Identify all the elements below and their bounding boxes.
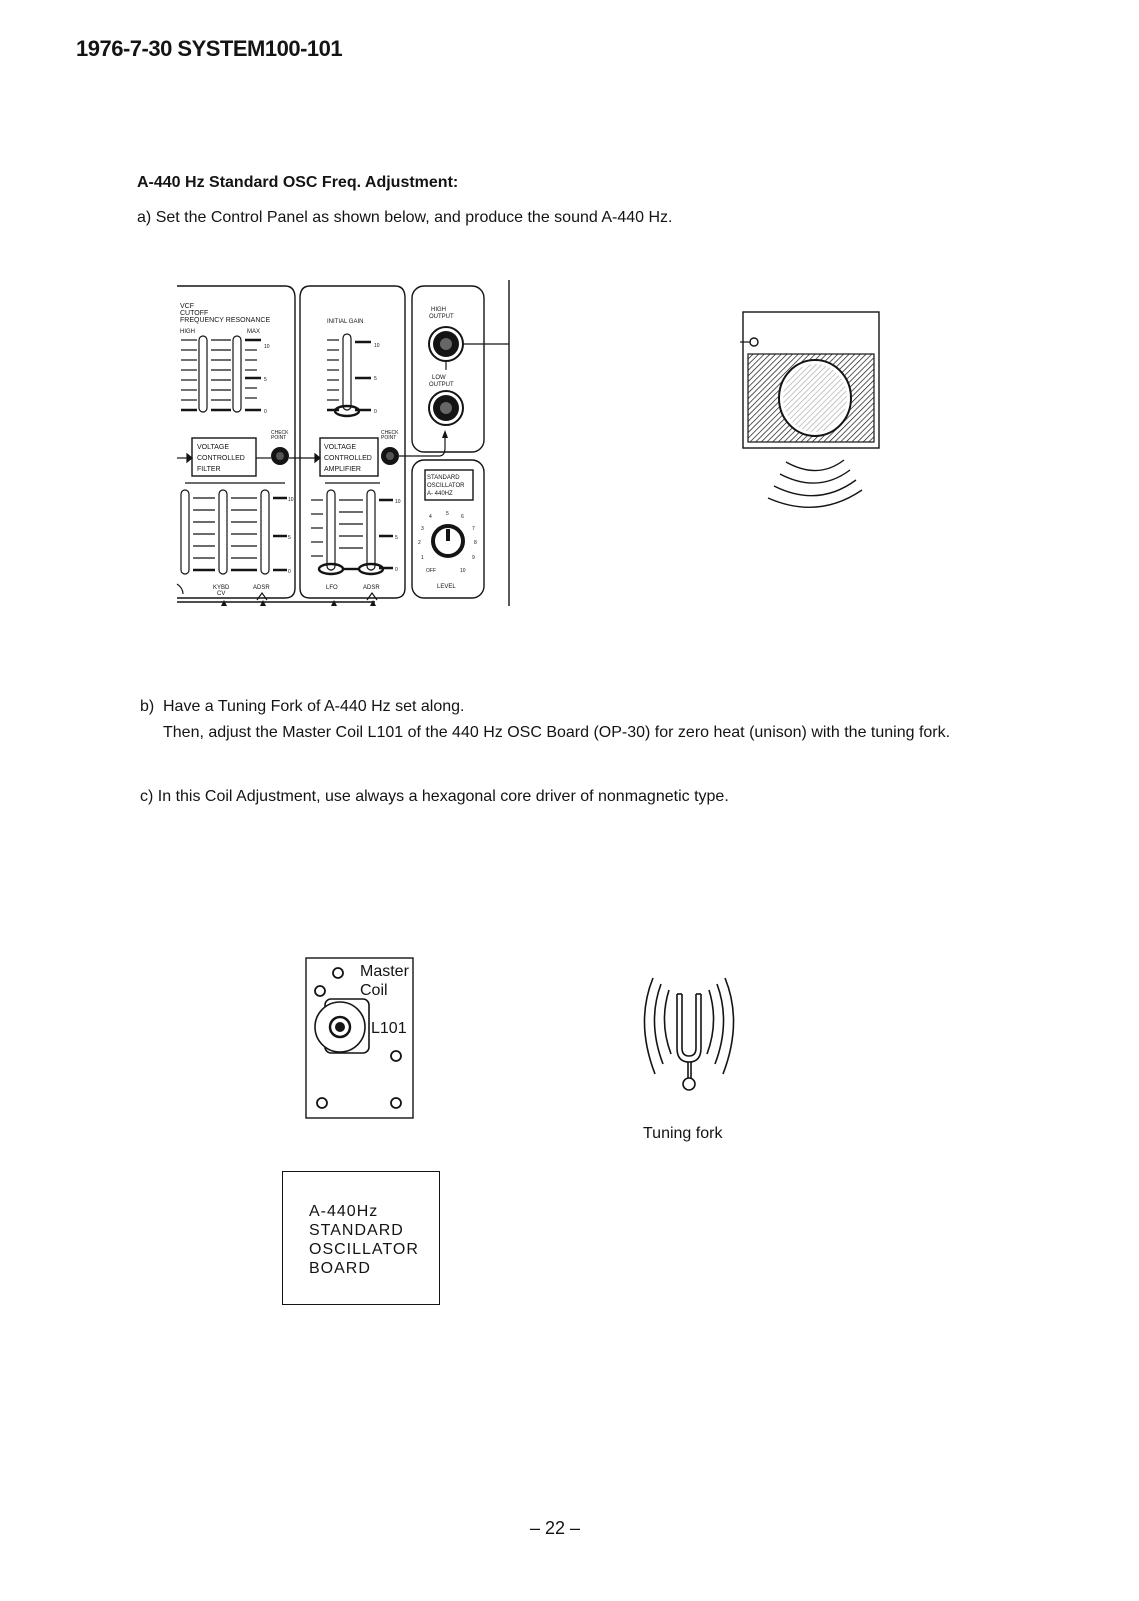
master-coil-board: Master Coil L101	[305, 957, 414, 1119]
vcf-kybd-label: KYBD	[213, 585, 230, 591]
sound-waves	[767, 459, 863, 508]
vca-adsr-label: ADSR	[363, 585, 380, 591]
vca-box-line-2: CONTROLLED	[324, 455, 372, 462]
vcf-high-label: HIGH	[180, 329, 195, 335]
vca-lower-tick-10: 10	[395, 499, 401, 505]
board-label-box: A-440Hz STANDARD OSCILLATOR BOARD	[282, 1171, 440, 1305]
page-number: – 22 –	[530, 1518, 581, 1538]
vcf-max-label: MAX	[247, 329, 260, 335]
coil-label-master: Master	[360, 963, 410, 980]
step-c: c) In this Coil Adjustment, use always a…	[140, 784, 729, 810]
vcf-cv-label: CV	[217, 591, 225, 597]
vcf-lower-tick-0: 0	[288, 569, 291, 575]
vcf-box-line-2: CONTROLLED	[197, 455, 245, 462]
tuning-fork-caption: Tuning fork	[643, 1125, 723, 1142]
step-a-text: Set the Control Panel as shown below, an…	[155, 209, 673, 226]
high-output-label-2: OUTPUT	[429, 314, 454, 320]
vcf-title-2: CUTOFF	[180, 310, 208, 317]
step-c-label: c)	[140, 788, 154, 805]
knob-scale-3: 3	[421, 526, 424, 532]
coil-part-number: L101	[371, 1020, 407, 1037]
vca-check-point-1: CHECK	[381, 430, 399, 436]
vca-tick-0: 0	[374, 409, 377, 415]
level-knob	[431, 524, 465, 558]
knob-scale-off: OFF	[426, 568, 436, 574]
level-label: LEVEL	[437, 584, 456, 590]
vca-box-line-3: AMPLIFIER	[324, 466, 361, 473]
vca-lfo-label: LFO	[326, 585, 338, 591]
knob-scale-1: 1	[421, 555, 424, 561]
vcf-box-line-3: FILTER	[197, 466, 221, 473]
osc-box-line-3: A- 440HZ	[427, 491, 453, 497]
board-label-line-3: OSCILLATOR	[309, 1241, 419, 1258]
step-b-label: b)	[140, 698, 155, 715]
low-output-label-1: LOW	[432, 375, 446, 381]
high-output-label-1: HIGH	[431, 307, 446, 313]
knob-scale-5: 5	[446, 511, 449, 517]
speaker-diagram	[740, 311, 880, 508]
vcf-check-point-1: CHECK	[271, 430, 289, 436]
vcf-title-1: VCF	[180, 303, 194, 310]
knob-scale-10: 10	[460, 568, 466, 574]
knob-scale-8: 8	[474, 540, 477, 546]
vcf-lower-tick-5: 5	[288, 535, 291, 541]
knob-scale-2: 2	[418, 540, 421, 546]
page-header: 1976-7-30 SYSTEM100-101	[76, 36, 343, 61]
low-output-jack	[428, 390, 464, 426]
vca-title: INITIAL GAIN	[327, 319, 363, 325]
knob-scale-4: 4	[429, 514, 432, 520]
vcf-check-point-2: POINT	[271, 435, 286, 441]
vca-lower-tick-0: 0	[395, 567, 398, 573]
board-label-line-4: BOARD	[309, 1260, 371, 1277]
control-panel-diagram: VCF CUTOFF FREQUENCY RESONANCE HIGH MAX …	[176, 280, 510, 606]
vca-check-point-2: POINT	[381, 435, 396, 441]
vcf-lower-tick-10: 10	[288, 497, 294, 503]
step-c-text: In this Coil Adjustment, use always a he…	[157, 788, 729, 805]
step-b: b) Have a Tuning Fork of A-440 Hz set al…	[140, 694, 1000, 746]
vcf-tick-0: 0	[264, 409, 267, 415]
vca-box-line-1: VOLTAGE	[324, 444, 356, 451]
vcf-adsr-label: ADSR	[253, 585, 270, 591]
osc-box-line-1: STANDARD	[427, 475, 460, 481]
osc-box-line-2: OSCILLATOR	[427, 483, 465, 489]
knob-scale-6: 6	[461, 514, 464, 520]
section-heading: A-440 Hz Standard OSC Freq. Adjustment:	[137, 174, 459, 191]
coil-label-coil: Coil	[360, 982, 388, 999]
board-label-line-2: STANDARD	[309, 1222, 404, 1239]
board-label-line-1: A-440Hz	[309, 1203, 379, 1220]
step-b-line-1: Have a Tuning Fork of A-440 Hz set along…	[163, 698, 465, 715]
vcf-box-line-1: VOLTAGE	[197, 444, 229, 451]
step-a: a) Set the Control Panel as shown below,…	[137, 205, 672, 231]
tuning-fork-icon	[643, 977, 735, 1091]
step-b-line-2: Then, adjust the Master Coil L101 of the…	[163, 724, 951, 741]
step-a-label: a)	[137, 209, 152, 226]
vcf-tick-10: 10	[264, 344, 270, 350]
vca-tick-5: 5	[374, 376, 377, 382]
low-output-label-2: OUTPUT	[429, 382, 454, 388]
vca-tick-10: 10	[374, 343, 380, 349]
knob-scale-7: 7	[472, 526, 475, 532]
vca-lower-tick-5: 5	[395, 535, 398, 541]
vcf-tick-5: 5	[264, 377, 267, 383]
knob-scale-9: 9	[472, 555, 475, 561]
vcf-title-3: FREQUENCY RESONANCE	[180, 317, 270, 324]
